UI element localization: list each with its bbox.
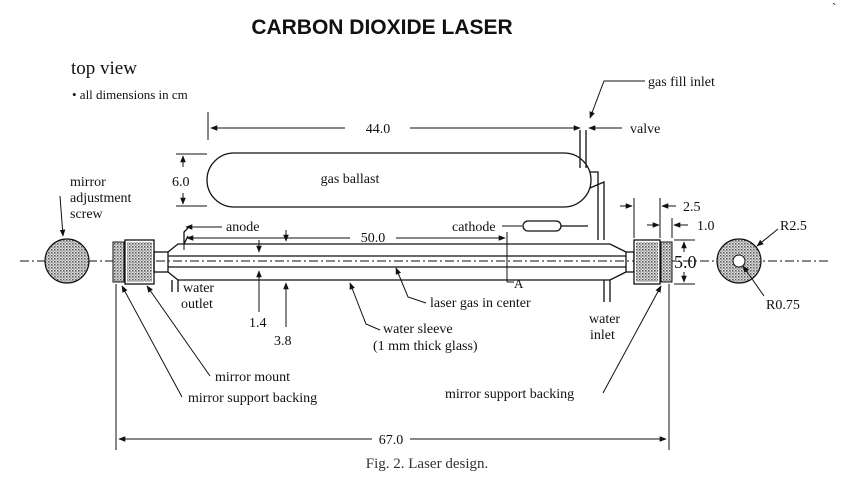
dim-end-height: 5.0 — [674, 252, 697, 272]
tube-end-cap-left — [153, 251, 169, 273]
water-outlet-label-line2: outlet — [181, 297, 213, 312]
r2-5-leader — [756, 228, 779, 247]
water-sleeve-label-line2: (1 mm thick glass) — [373, 339, 478, 354]
figure-caption: Fig. 2. Laser design. — [366, 456, 488, 472]
mirror-support-right-leader — [602, 285, 662, 394]
mirror-screw-label-line2: adjustment — [70, 191, 132, 206]
water-outlet-tube — [171, 280, 179, 292]
mirror-screw-label-line3: screw — [70, 207, 104, 222]
corner-mark: ` — [832, 0, 836, 15]
laser-gas-label: laser gas in center — [430, 296, 531, 311]
mirror-screw-leader — [59, 195, 66, 237]
dim-tube-length: 50.0 — [361, 231, 386, 246]
water-outlet-label-line1: water — [183, 281, 214, 296]
mirror-support-backing-left — [112, 241, 125, 283]
mirror-mount-label: mirror mount — [215, 370, 290, 385]
gas-fill-leader — [589, 80, 645, 119]
mirror-mount-knurl-left — [127, 242, 152, 282]
units-note: • all dimensions in cm — [72, 87, 188, 102]
mirror-support-backing-right-label: mirror support backing — [445, 387, 574, 402]
dim-inner-diameter: 1.4 — [249, 316, 267, 331]
dim-inner-radius: R0.75 — [766, 298, 800, 313]
end-view-aperture — [732, 254, 746, 268]
gas-ballast-label: gas ballast — [321, 172, 380, 187]
dim-ballast-length: 44.0 — [366, 122, 391, 137]
water-sleeve-bottom — [167, 271, 627, 281]
water-inlet-label-line1: water — [589, 312, 620, 327]
dim-outer-diameter: 3.8 — [274, 334, 292, 349]
water-sleeve-leader — [349, 282, 381, 331]
valve-label: valve — [630, 122, 660, 137]
mirror-screw-label-line1: mirror — [70, 175, 106, 190]
gas-fill-inlet-label: gas fill inlet — [648, 75, 715, 90]
tube-end-cap-right — [625, 251, 635, 273]
water-sleeve-label-line1: water sleeve — [383, 322, 453, 337]
water-sleeve-top — [167, 243, 627, 253]
gas-ballast — [206, 152, 592, 208]
cathode-electrode — [522, 220, 562, 232]
section-a-label: A — [514, 276, 524, 291]
dim-ballast-height: 6.0 — [172, 175, 190, 190]
water-inlet-label-line2: inlet — [590, 328, 615, 343]
mirror-adjustment-screw — [44, 238, 90, 284]
laser-gas-leader — [395, 267, 427, 304]
mirror-support-left-leader — [121, 285, 183, 398]
gas-fill-tube — [579, 130, 587, 168]
mirror-support-backing-left-label: mirror support backing — [188, 391, 317, 406]
water-inlet-tube — [603, 280, 611, 302]
ballast-connector — [589, 171, 605, 240]
dim-mount-width: 2.5 — [683, 200, 701, 215]
view-subtitle: top view — [71, 58, 137, 79]
anode-label: anode — [226, 220, 259, 235]
anode-stub — [183, 227, 189, 245]
dim-mount-gap: 1.0 — [697, 219, 715, 234]
dim-overall-length: 67.0 — [379, 433, 404, 448]
cathode-label: cathode — [452, 220, 496, 235]
mirror-mount-leader — [146, 285, 211, 377]
mirror-mount-knurl-right — [636, 242, 658, 282]
dim-outer-radius: R2.5 — [780, 219, 807, 234]
r0-75-leader — [742, 265, 765, 297]
mirror-support-backing-right — [660, 241, 673, 283]
figure-title: CARBON DIOXIDE LASER — [251, 16, 512, 39]
